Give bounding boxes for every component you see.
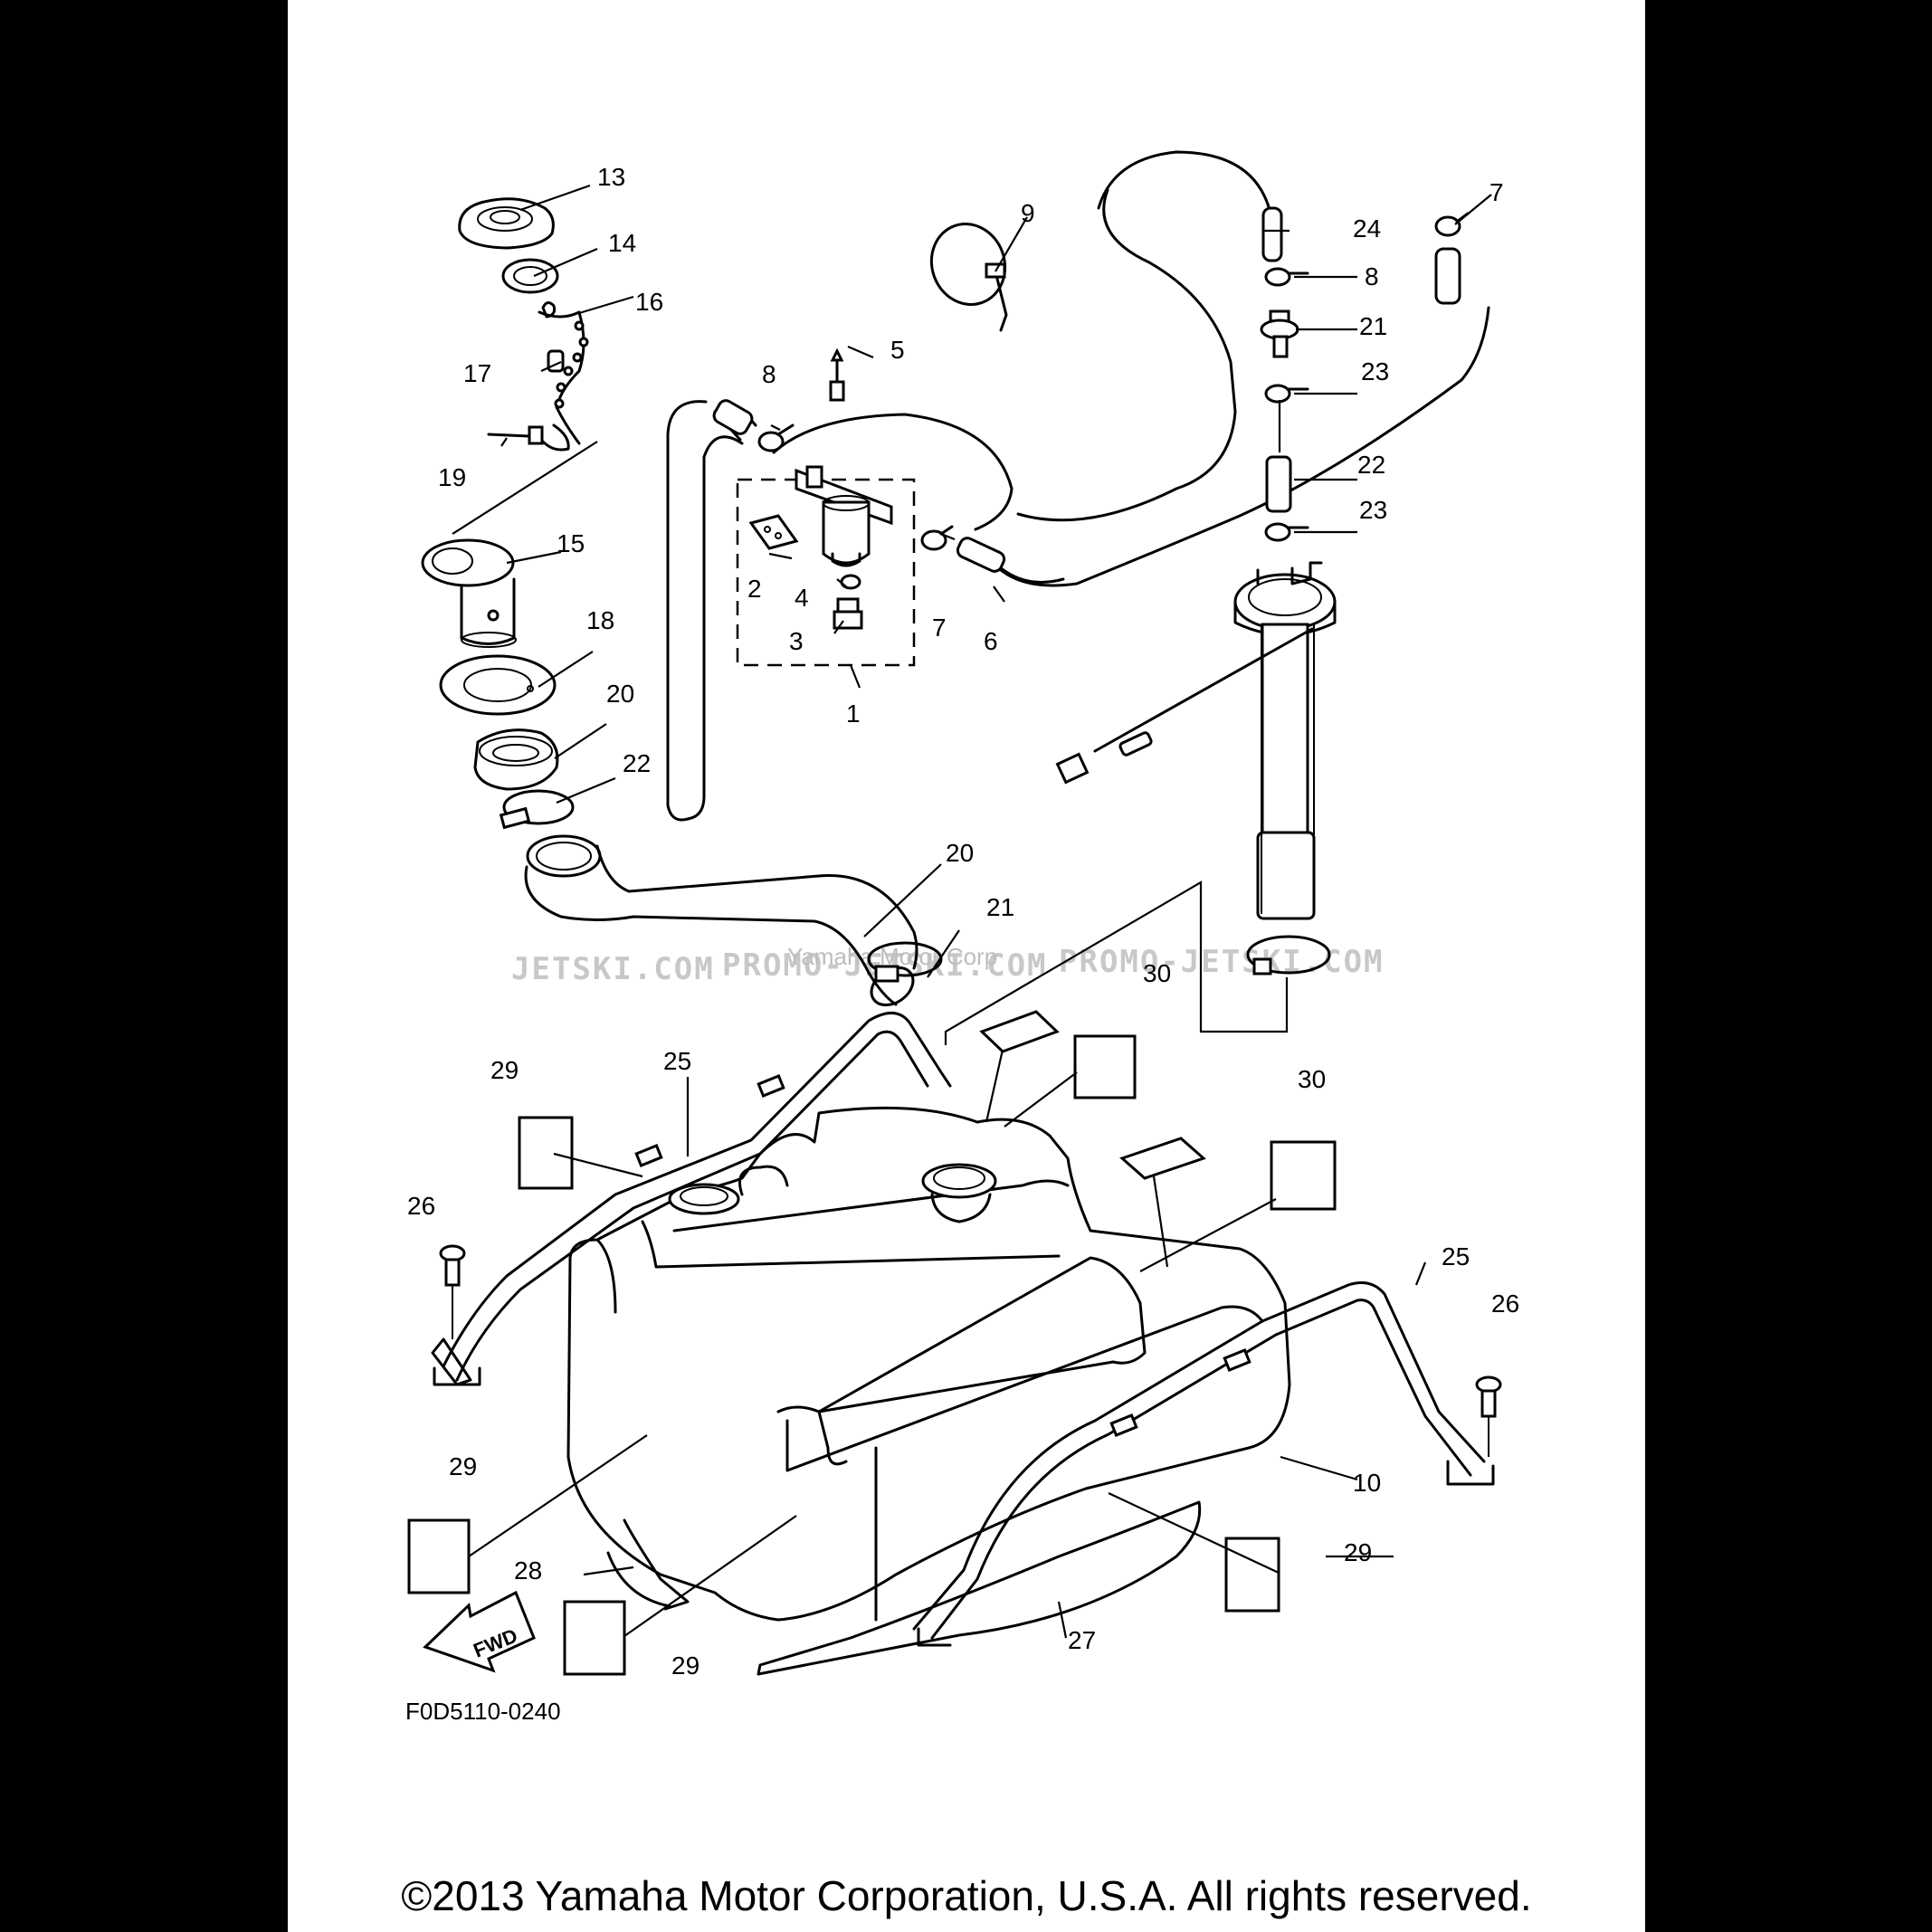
callout-30-right: 30 xyxy=(1298,1065,1326,1093)
callout-8-left: 8 xyxy=(762,360,776,388)
callout-17: 19 xyxy=(438,463,466,491)
callout-30-upper: 30 xyxy=(1143,959,1171,987)
callout-6: 6 xyxy=(984,627,998,655)
callout-25-left: 25 xyxy=(663,1047,691,1075)
callout-9: 9 xyxy=(1021,199,1035,227)
strap-bolt-left xyxy=(439,1244,466,1287)
callout-14: 16 xyxy=(635,288,663,316)
rubber-pad-30-a xyxy=(979,1010,1060,1053)
copyright-notice: ©2013 Yamaha Motor Corporation, U.S.A. A… xyxy=(401,1872,1532,1919)
vent-hose xyxy=(772,306,1490,587)
callout-11: 13 xyxy=(597,163,625,191)
callout-21: 21 xyxy=(1359,312,1387,340)
callout-4: 4 xyxy=(795,584,809,612)
callout-26-left: 26 xyxy=(407,1192,435,1220)
filter-bracket xyxy=(748,514,799,550)
tank-skid-plate xyxy=(757,1500,1202,1676)
callout-25-right: 25 xyxy=(1442,1242,1470,1271)
callout-29-right: 29 xyxy=(1344,1538,1372,1566)
callout-8-right: 8 xyxy=(1365,262,1379,290)
check-valve xyxy=(1260,309,1299,358)
rubber-pad-30-c xyxy=(1119,1137,1206,1180)
callout-18: 20 xyxy=(606,680,634,708)
callout-22: 22 xyxy=(1357,451,1385,479)
fuel-filter-assembly-boundary xyxy=(736,478,916,667)
rivet xyxy=(487,424,570,452)
forward-arrow: FWD xyxy=(423,1590,536,1673)
filter-drain-plug xyxy=(833,597,863,630)
breather-pipe-24 xyxy=(1261,206,1283,262)
tank-strap-left xyxy=(431,1012,952,1386)
vent-pipe xyxy=(1434,247,1461,305)
breather-hose xyxy=(666,400,744,822)
callout-10: 10 xyxy=(1353,1469,1381,1497)
hose-clamp-upper xyxy=(499,789,575,830)
callout-29-top: 29 xyxy=(490,1056,519,1084)
rubber-pad-30-d xyxy=(1270,1140,1337,1211)
hose-clamp-23-lower xyxy=(1264,522,1309,542)
cable-tie xyxy=(929,223,1008,332)
callout-20-upper: 22 xyxy=(623,749,651,777)
callout-26-right: 26 xyxy=(1491,1290,1519,1318)
breather-loop-hose xyxy=(1016,150,1273,522)
callout-20-lower: 21 xyxy=(986,893,1014,921)
callout-27: 27 xyxy=(1068,1626,1096,1654)
filler-cap xyxy=(458,197,555,250)
hose-22 xyxy=(1265,455,1292,513)
callout-16: 18 xyxy=(586,606,614,634)
callout-1: 1 xyxy=(846,700,861,728)
fuel-sender-unit xyxy=(1055,561,1337,976)
callout-29-left: 29 xyxy=(449,1452,477,1480)
hose-clamp-8-right xyxy=(1264,267,1309,287)
callout-3: 3 xyxy=(789,627,804,655)
filter-screw xyxy=(829,347,845,402)
callout-23-lower: 23 xyxy=(1359,496,1387,524)
rubber-pad-30-b xyxy=(1073,1034,1137,1099)
fuel-tank xyxy=(566,1106,1291,1622)
neck-nut xyxy=(473,728,559,791)
callout-12: 14 xyxy=(608,229,636,257)
figure-code: F0D5110-0240 xyxy=(405,1698,561,1725)
hose-clamp-23-upper xyxy=(1264,384,1309,404)
tank-tray xyxy=(606,1518,690,1611)
neck-gasket xyxy=(439,654,557,716)
callout-24: 24 xyxy=(1353,214,1381,243)
callout-23-upper: 23 xyxy=(1361,357,1389,385)
callout-13: 15 xyxy=(557,529,585,557)
rubber-pad-29-right xyxy=(1224,1537,1280,1613)
rubber-pad-29-left xyxy=(407,1518,471,1594)
hose-clamp-8-left xyxy=(757,424,795,452)
chain-screw xyxy=(547,349,565,373)
cap-gasket xyxy=(501,258,559,294)
callout-29-bottom: 29 xyxy=(671,1651,700,1680)
tank-strap-right xyxy=(912,1281,1495,1647)
hose-clamp-7-mid xyxy=(920,525,954,551)
filler-neck xyxy=(421,538,517,648)
watermark-right: PROMO-JETSKI.COM xyxy=(1059,944,1385,980)
hose-clamp-lower xyxy=(867,941,943,983)
callout-5: 5 xyxy=(890,336,905,364)
callout-19: 20 xyxy=(946,839,974,867)
callout-2: 2 xyxy=(747,575,762,603)
callout-28: 28 xyxy=(514,1556,542,1585)
callout-7-mid: 7 xyxy=(932,614,947,642)
watermark-left: JETSKI.COM xyxy=(511,951,715,987)
strap-bolt-right xyxy=(1475,1375,1502,1418)
fuel-filter xyxy=(795,465,893,567)
callout-7-right: 7 xyxy=(1489,178,1504,206)
rubber-pad-29-top xyxy=(518,1116,574,1190)
cap-chain xyxy=(538,301,589,445)
rubber-pad-29-bottom xyxy=(563,1600,626,1676)
callout-15: 17 xyxy=(463,359,491,387)
